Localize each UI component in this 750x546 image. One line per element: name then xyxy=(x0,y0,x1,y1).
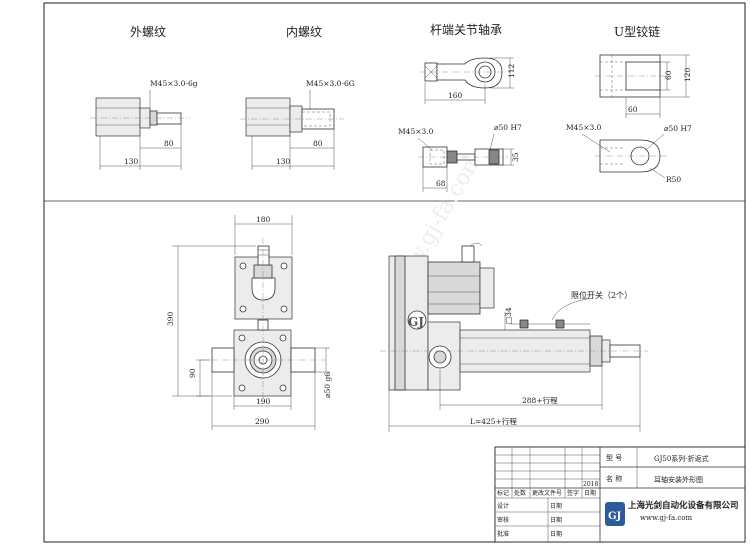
model-value: GJ50系列-折返式 xyxy=(654,454,709,463)
rod-joint-35: 35 xyxy=(511,152,520,162)
col-mark: 标记 xyxy=(497,489,509,497)
side-stroke-425: L=425+行程 xyxy=(470,416,517,426)
date-review: 日期 xyxy=(550,516,562,524)
u-clevis-60-h: 60 xyxy=(628,105,638,114)
u-clevis-phi50: ⌀50 H7 xyxy=(664,124,692,133)
rod-joint-thread: M45×3.0 xyxy=(398,127,434,136)
title-u-clevis: U型铰链 xyxy=(614,24,660,39)
front-phi50-g6: ⌀50 g6 xyxy=(323,372,332,398)
u-clevis-60-v: 60 xyxy=(664,70,673,80)
front-90: 90 xyxy=(188,368,197,378)
rod-joint-160: 160 xyxy=(448,91,463,100)
outer-thread-80: 80 xyxy=(164,139,174,148)
side-stroke-288: 288+行程 xyxy=(522,395,558,405)
model-label: 型 号 xyxy=(606,453,622,462)
sheet-border xyxy=(43,2,746,543)
col-doc: 更改文件号 xyxy=(532,489,562,497)
company-website: www.gj-fa.com xyxy=(640,514,693,522)
u-clevis-120: 120 xyxy=(683,67,692,82)
company-logo-text: GJ xyxy=(608,511,622,522)
gj-logo-side: GJ xyxy=(408,315,424,329)
rod-joint-side: M45×3.0 ⌀50 H7 35 68 xyxy=(398,123,522,192)
rod-joint-top: 112 160 xyxy=(420,57,516,104)
inner-thread-detail: M45×3.0-6G 80 130 xyxy=(240,79,355,170)
u-clevis-top: 60 120 60 xyxy=(595,54,692,118)
title-rod-joint: 杆端关节轴承 xyxy=(430,22,502,37)
row-design: 设计 xyxy=(497,502,509,510)
col-date: 日期 xyxy=(584,489,596,497)
front-190: 190 xyxy=(256,397,271,406)
u-clevis-r50: R50 xyxy=(666,175,681,184)
company-logo xyxy=(605,502,625,526)
side-sq34: □34 xyxy=(504,307,513,324)
inner-thread-spec: M45×3.0-6G xyxy=(306,79,355,88)
year: 2018 xyxy=(583,481,598,488)
rod-joint-112: 112 xyxy=(507,63,516,78)
outer-thread-spec: M45×3.0-6g xyxy=(150,79,198,88)
title-outer-thread: 外螺纹 xyxy=(130,25,166,39)
name-value: 耳轴安装外形图 xyxy=(654,475,703,484)
inner-thread-130: 130 xyxy=(276,157,291,166)
col-sign: 签字 xyxy=(567,489,579,497)
row-approve: 批准 xyxy=(497,530,509,538)
front-180: 180 xyxy=(256,215,271,224)
rod-joint-68: 68 xyxy=(436,179,446,188)
title-inner-thread: 内螺纹 xyxy=(286,25,322,39)
date-approve: 日期 xyxy=(550,530,562,538)
col-count: 处数 xyxy=(514,489,526,497)
side-view: GJ 限位开关（2个） □34 288+行程 xyxy=(380,242,648,432)
limit-switch-label: 限位开关（2个） xyxy=(571,290,632,300)
date-design: 日期 xyxy=(550,502,562,510)
front-290: 290 xyxy=(255,417,270,426)
u-clevis-thread: M45×3.0 xyxy=(566,123,602,132)
outer-thread-detail: M45×3.0-6g 80 130 xyxy=(90,79,198,170)
front-390: 390 xyxy=(166,311,175,326)
inner-thread-80: 80 xyxy=(313,139,323,148)
name-label: 名 称 xyxy=(606,474,622,483)
company-name: 上海光剑自动化设备有限公司 xyxy=(628,500,739,511)
rod-joint-phi50: ⌀50 H7 xyxy=(494,123,522,132)
outer-thread-130: 130 xyxy=(124,157,139,166)
u-clevis-side: M45×3.0 ⌀50 H7 R50 xyxy=(566,123,692,184)
title-block: 型 号 GJ50系列-折返式 名 称 耳轴安装外形图 2018 标记 处数 更改… xyxy=(494,446,746,543)
front-view: 180 390 90 ⌀50 g6 190 290 xyxy=(166,215,332,430)
row-review: 审核 xyxy=(497,516,509,524)
